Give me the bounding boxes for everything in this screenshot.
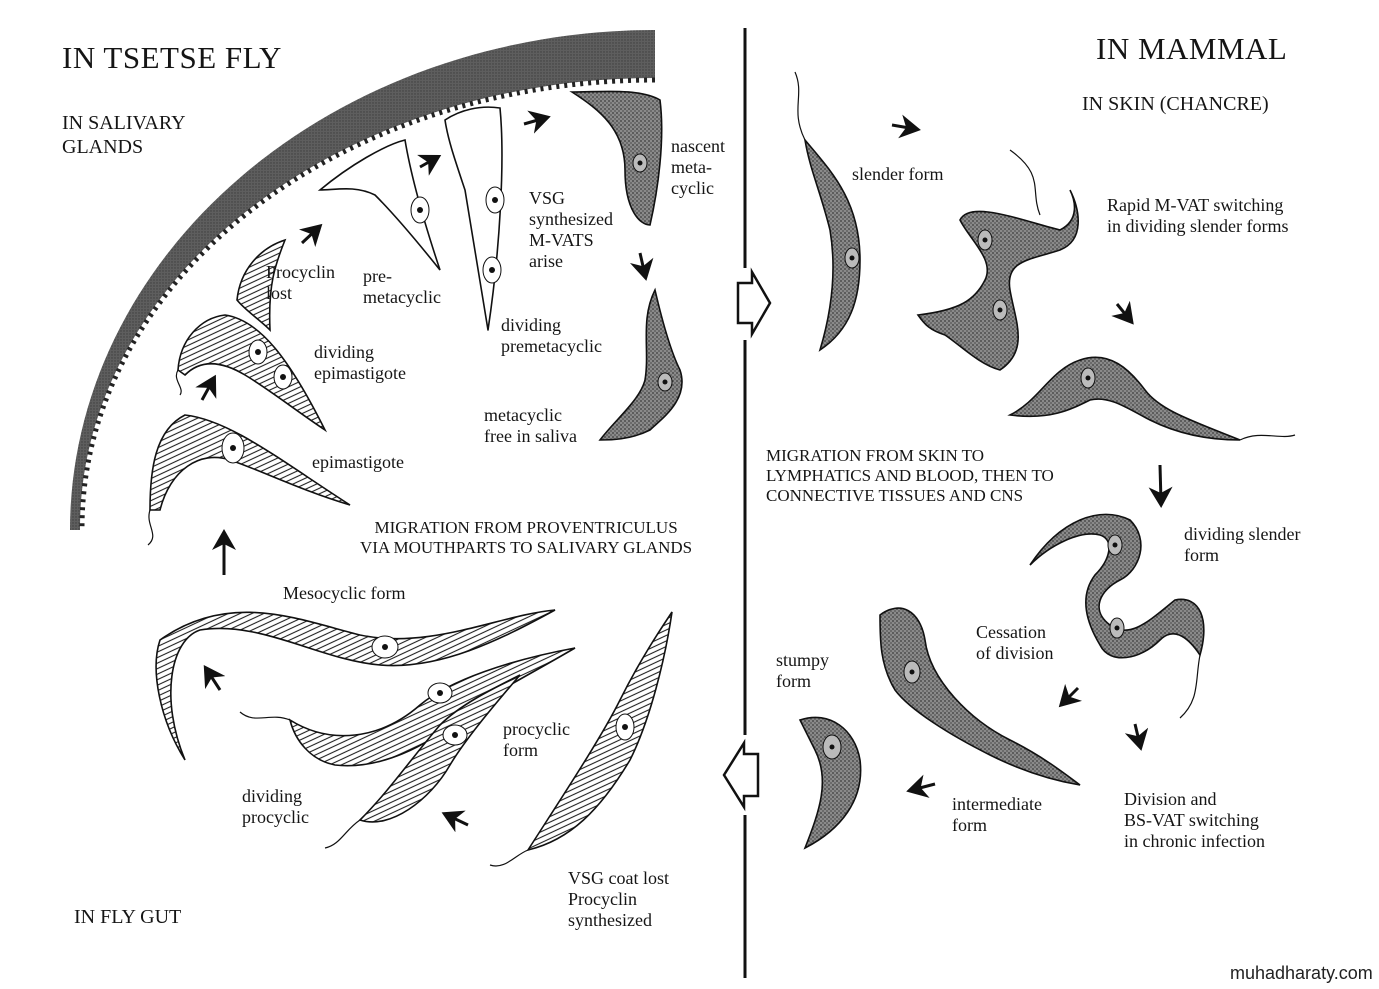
salivary-gland-wall <box>70 30 656 531</box>
vsg-synthesized-label: VSG synthesized M-VATS arise <box>529 188 613 271</box>
dividing-procyclic-cell <box>239 647 576 849</box>
open-arrow-right <box>736 267 772 339</box>
premetacyclic-label: pre- metacyclic <box>363 266 441 307</box>
procyclin-lost-cell <box>236 238 287 333</box>
open-arrow-left <box>722 738 760 812</box>
procyclic-cell <box>489 611 673 867</box>
intermediate-form-cell <box>879 607 1081 786</box>
fly-title: IN TSETSE FLY <box>62 40 282 75</box>
watermark: muhadharaty.com <box>1230 963 1373 983</box>
stumpy-form-label: stumpy form <box>776 650 830 691</box>
metacyclic-free-label: metacyclic free in saliva <box>484 405 577 446</box>
epimastigote-cell <box>147 414 351 546</box>
migration-skin-label: MIGRATION FROM SKIN TO LYMPHATICS AND BL… <box>766 446 1054 505</box>
epimastigote-label: epimastigote <box>312 452 404 472</box>
intermediate-form-label: intermediate form <box>952 794 1042 835</box>
dividing-premetacyclic-label: dividing premetacyclic <box>501 315 602 356</box>
nascent-metacyclic-label: nascent meta- cyclic <box>671 136 725 198</box>
migration-proventriculus-label: MIGRATION FROM PROVENTRICULUS VIA MOUTHP… <box>360 518 693 557</box>
metacyclic-free-cell <box>598 287 683 441</box>
rapid-mvat-label: Rapid M-VAT switching in dividing slende… <box>1107 195 1289 236</box>
dividing-epimastigote-label: dividing epimastigote <box>314 342 406 383</box>
process-arrows <box>195 110 1173 833</box>
procyclic-form-label: procyclic form <box>503 719 570 760</box>
division-bsvat-label: Division and BS-VAT switching in chronic… <box>1124 789 1265 851</box>
slender-form-cell <box>794 71 861 352</box>
procyclin-lost-label: Procyclin lost <box>266 262 335 303</box>
dividing-slender-skin-cell <box>916 149 1079 371</box>
vsg-coat-lost-label: VSG coat lost Procyclin synthesized <box>568 868 669 930</box>
dividing-epimastigote-cell <box>175 314 328 433</box>
salivary-glands-label: IN SALIVARY GLANDS <box>62 112 186 158</box>
mesocyclic-form-label: Mesocyclic form <box>283 583 406 603</box>
dividing-slender-form-cell <box>1029 513 1205 719</box>
dividing-procyclic-label: dividing procyclic <box>242 786 309 827</box>
slender-form-label: slender form <box>852 164 944 184</box>
skin-chancre-label: IN SKIN (CHANCRE) <box>1082 93 1269 115</box>
mesocyclic-cell <box>155 609 556 761</box>
cessation-label: Cessation of division <box>976 622 1054 663</box>
stumpy-form-cell <box>798 716 862 850</box>
premetacyclic-cell <box>317 139 441 271</box>
fly-gut-label: IN FLY GUT <box>74 906 182 928</box>
dividing-slender-form-label: dividing slender form <box>1184 524 1301 565</box>
dividing-premetacyclic-cell <box>444 106 505 331</box>
slender-skin-lower-cell <box>1007 356 1296 441</box>
nascent-metacyclic-cell <box>569 90 663 226</box>
mammal-title: IN MAMMAL <box>1096 31 1288 66</box>
